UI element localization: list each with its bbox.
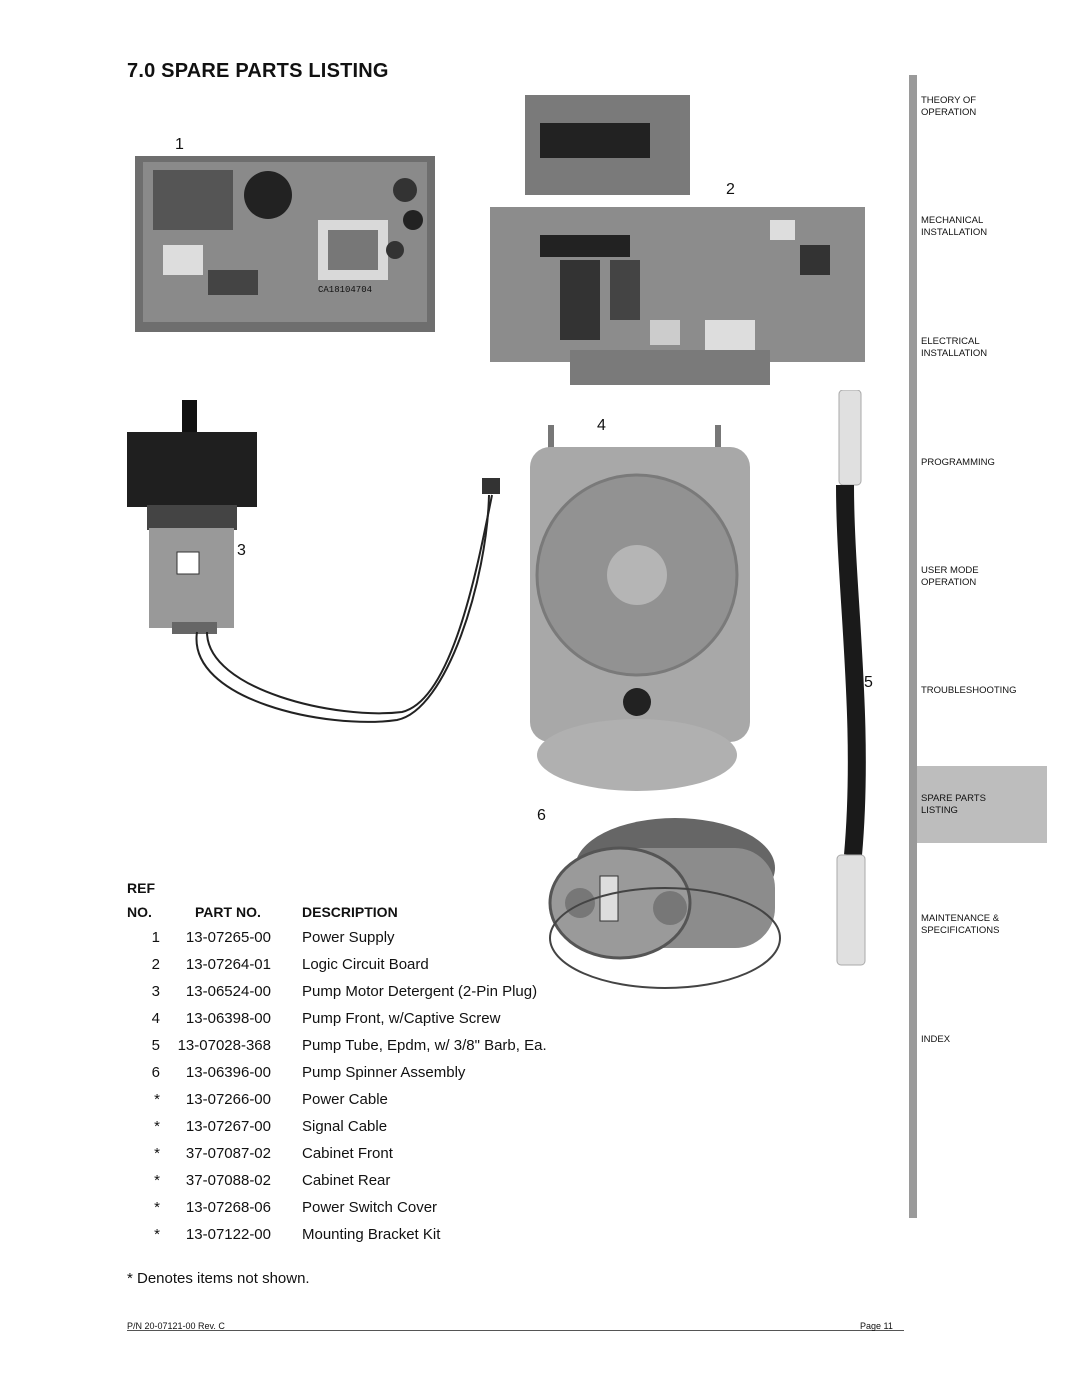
header-part-no: PART NO. xyxy=(195,904,261,920)
figure-label-4: 4 xyxy=(597,417,606,434)
figure-label-3: 3 xyxy=(237,542,246,559)
cell-description: Cabinet Front xyxy=(302,1145,393,1162)
sidebar-item[interactable]: USER MODE OPERATION xyxy=(921,565,979,588)
cell-ref: * xyxy=(154,1226,160,1243)
cell-description: Power Cable xyxy=(302,1091,388,1108)
sidebar-item[interactable]: MAINTENANCE & SPECIFICATIONS xyxy=(921,913,1000,936)
pump-tube-photo xyxy=(836,390,866,966)
footer-part-number: P/N 20-07121-00 Rev. C xyxy=(127,1321,225,1331)
cell-ref: 4 xyxy=(151,1010,160,1027)
cell-ref: 3 xyxy=(151,983,160,1000)
cell-part-no: 13-07267-00 xyxy=(185,1118,271,1135)
cell-part-no: 13-07268-06 xyxy=(185,1199,271,1216)
footer-rule xyxy=(127,1330,904,1331)
cell-ref: * xyxy=(154,1091,160,1108)
cell-description: Signal Cable xyxy=(302,1118,388,1135)
cell-description: Pump Motor Detergent (2-Pin Plug) xyxy=(302,983,538,1000)
cell-ref: * xyxy=(154,1199,160,1216)
cell-ref: 5 xyxy=(151,1037,160,1054)
cell-description: Cabinet Rear xyxy=(302,1172,391,1189)
cell-part-no: 13-07265-00 xyxy=(185,929,271,946)
figure-label-1: 1 xyxy=(175,136,184,153)
cell-description: Power Supply xyxy=(302,929,395,946)
page-title: 7.0 SPARE PARTS LISTING xyxy=(127,60,389,82)
pump-front-photo xyxy=(530,425,750,791)
sidebar-item[interactable]: MECHANICAL INSTALLATION xyxy=(921,215,988,238)
cell-description: Pump Tube, Epdm, w/ 3/8" Barb, Ea. xyxy=(302,1037,547,1054)
sidebar-item[interactable]: SPARE PARTS LISTING xyxy=(921,793,986,816)
cell-part-no: 13-06396-00 xyxy=(185,1064,271,1081)
sidebar-item[interactable]: TROUBLESHOOTING xyxy=(921,685,1017,696)
cell-ref: * xyxy=(154,1145,160,1162)
cell-description: Mounting Bracket Kit xyxy=(302,1226,441,1243)
cell-description: Pump Spinner Assembly xyxy=(302,1064,466,1081)
logic-board-photo xyxy=(490,95,865,385)
header-ref: REF xyxy=(127,880,155,896)
cell-ref: 2 xyxy=(151,956,160,973)
pump-spinner-photo xyxy=(548,818,781,989)
power-supply-photo: CA18104704 xyxy=(135,156,435,332)
header-no: NO. xyxy=(127,904,152,920)
cell-part-no: 13-07122-00 xyxy=(185,1226,271,1243)
sidebar-item[interactable]: THEORY OF OPERATION xyxy=(921,95,977,118)
figure-label-5: 5 xyxy=(864,674,873,691)
cell-description: Power Switch Cover xyxy=(302,1199,438,1216)
sidebar-item[interactable]: INDEX xyxy=(921,1034,951,1045)
cell-part-no: 37-07087-02 xyxy=(185,1145,271,1162)
sidebar-bar xyxy=(909,75,917,1218)
sidebar-item[interactable]: ELECTRICAL INSTALLATION xyxy=(921,336,988,359)
sidebar-active-highlight xyxy=(917,766,1047,843)
cell-ref: 1 xyxy=(151,929,160,946)
cell-description: Pump Front, w/Captive Screw xyxy=(302,1010,501,1027)
footer-page-number: Page 11 xyxy=(860,1321,893,1331)
cell-description: Logic Circuit Board xyxy=(302,956,429,973)
cell-ref: * xyxy=(154,1172,160,1189)
cell-part-no: 13-06524-00 xyxy=(185,983,271,1000)
pump-motor-photo xyxy=(127,400,500,723)
cell-ref: 6 xyxy=(151,1064,160,1081)
cell-part-no: 13-07266-00 xyxy=(185,1091,271,1108)
cell-ref: * xyxy=(154,1118,160,1135)
cell-part-no: 13-06398-00 xyxy=(185,1010,271,1027)
cell-part-no: 37-07088-02 xyxy=(185,1172,271,1189)
figure-label-2: 2 xyxy=(726,181,735,198)
figure-label-6: 6 xyxy=(537,807,546,824)
power-supply-marking: CA18104704 xyxy=(318,285,372,295)
sidebar-item[interactable]: PROGRAMMING xyxy=(921,457,995,468)
cell-part-no: 13-07264-01 xyxy=(185,956,271,973)
cell-part-no: 13-07028-368 xyxy=(177,1037,271,1054)
footnote: * Denotes items not shown. xyxy=(127,1270,310,1287)
header-description: DESCRIPTION xyxy=(302,904,398,920)
